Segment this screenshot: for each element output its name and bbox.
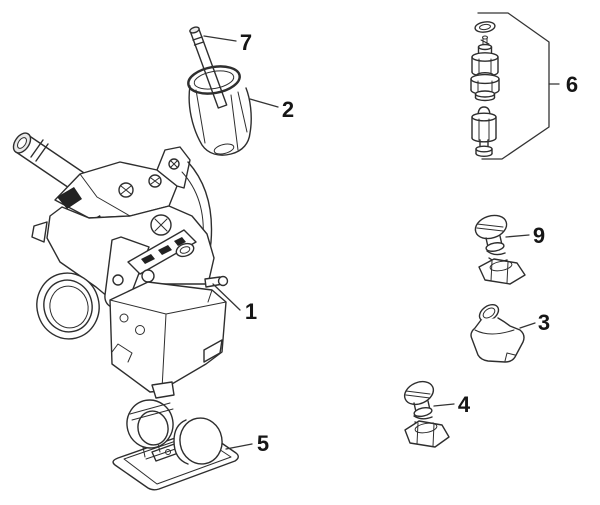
- callout-1-label: 1: [245, 299, 257, 324]
- leader-line-7: [203, 35, 237, 42]
- part-4-adjusting-screw-drawing: [403, 380, 450, 448]
- part-3-cap-drawing: [470, 303, 525, 363]
- part-2-sleeve-rim: [187, 65, 241, 95]
- leader-line-3: [519, 322, 536, 329]
- leader-line-4: [433, 403, 455, 407]
- callouts: 7 2 1 5 6 9 3 4: [203, 12, 578, 456]
- callout-3-label: 3: [538, 310, 550, 335]
- callout-4-label: 4: [458, 392, 471, 417]
- callout-2-label: 2: [282, 97, 294, 122]
- callout-5-label: 5: [257, 431, 269, 456]
- callout-5: 5: [225, 431, 269, 456]
- callout-1: 1: [212, 283, 257, 324]
- callout-4: 4: [433, 392, 471, 417]
- leader-line-5: [225, 443, 253, 450]
- callout-9: 9: [505, 223, 545, 248]
- callout-3: 3: [519, 310, 550, 335]
- callout-6: 6: [477, 12, 578, 160]
- leader-line-9: [505, 234, 530, 238]
- callout-2: 2: [249, 97, 294, 122]
- callout-7-label: 7: [240, 30, 252, 55]
- callout-9-label: 9: [533, 223, 545, 248]
- part-6-jet-kit-drawing: [470, 21, 500, 157]
- leader-line-1: [212, 283, 241, 311]
- part-5-float-set-drawing: [112, 399, 239, 491]
- callout-6-label: 6: [566, 72, 578, 97]
- callout-7: 7: [203, 30, 252, 55]
- leader-line-2: [249, 98, 279, 108]
- part-2-protection-sleeve-drawing: [188, 85, 252, 156]
- part-9-idle-screw-drawing: [474, 214, 526, 285]
- part-1-carburetor-body-drawing: [12, 132, 229, 399]
